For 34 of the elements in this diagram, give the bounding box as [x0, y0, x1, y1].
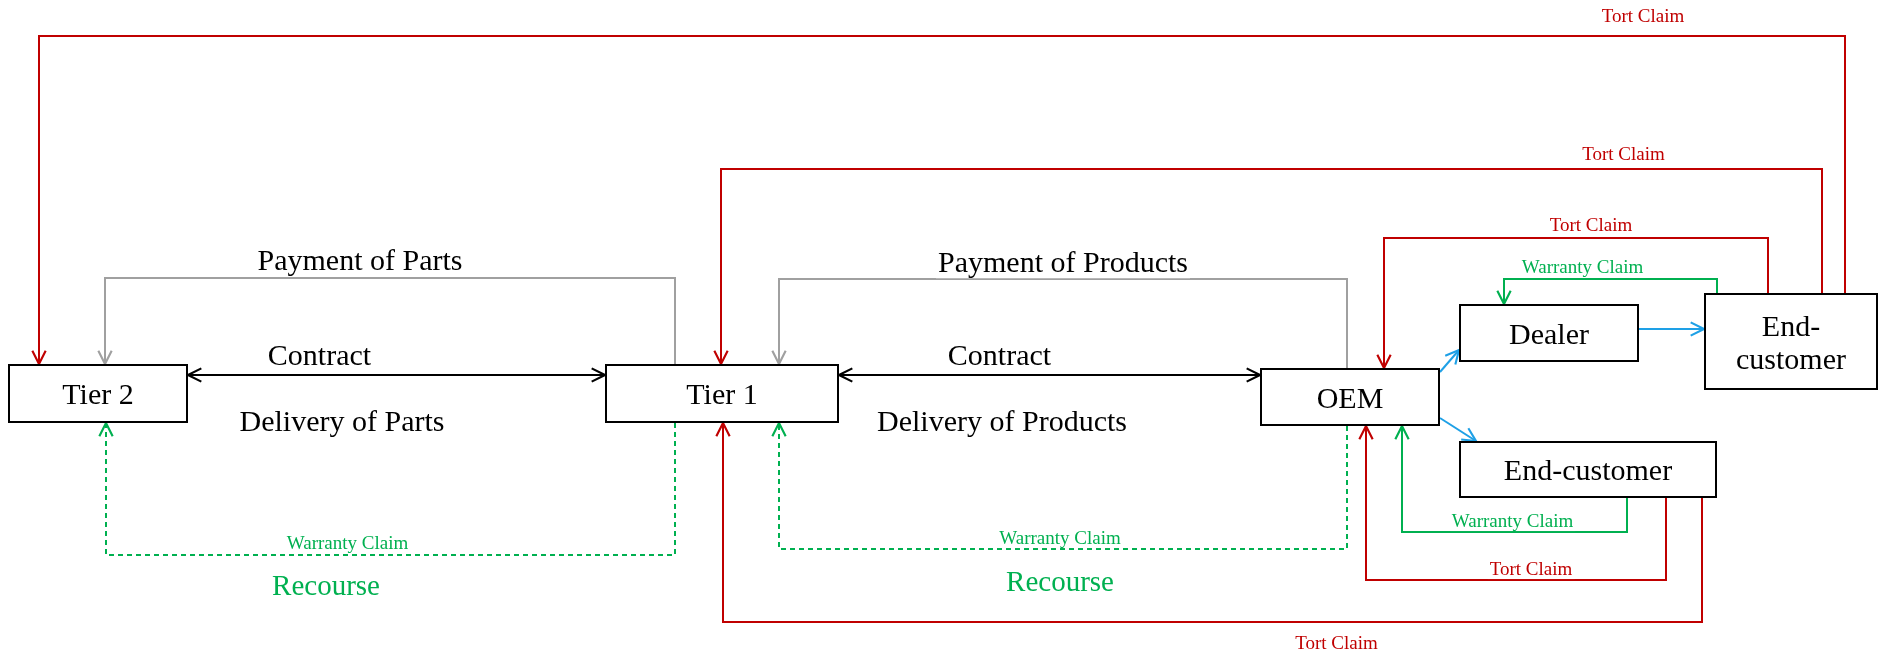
arrow: [713, 168, 1823, 366]
edge-label: Warranty Claim: [284, 533, 411, 553]
arrow: [98, 421, 676, 556]
annotation-text: Recourse: [1006, 566, 1114, 598]
node-label: OEM: [1316, 380, 1384, 414]
arrow: [97, 277, 676, 366]
arrow: [1394, 424, 1628, 533]
node-label: Tier 2: [62, 377, 134, 410]
node-label: End-customer: [1503, 453, 1673, 486]
node-label: Dealer: [1509, 316, 1589, 350]
arrow: [1358, 424, 1667, 581]
entity-box: [1459, 304, 1639, 362]
arrow: [715, 421, 1703, 623]
entity-box: [1459, 441, 1717, 498]
arrow: [31, 35, 1846, 366]
arrow: [1439, 348, 1461, 373]
arrow: [771, 421, 1348, 550]
edge-label: Warranty Claim: [1449, 511, 1576, 531]
arrow: [1496, 278, 1718, 306]
annotation-text: Delivery of Products: [877, 403, 1127, 437]
entity-box: [605, 364, 839, 423]
entity-box: [1704, 293, 1878, 390]
node-label: End-customer: [1735, 308, 1847, 375]
entity-box: [1260, 368, 1440, 426]
arrow: [1376, 237, 1769, 370]
annotation-text: Delivery of Parts: [239, 403, 445, 437]
entity-box: [8, 364, 188, 423]
annotation-text: Recourse: [272, 570, 380, 602]
node-label: Tier 1: [686, 377, 758, 410]
edge-label: Warranty Claim: [997, 528, 1123, 548]
edge-label: Warranty Claim: [1519, 257, 1646, 277]
arrow: [1638, 321, 1706, 337]
arrow: [1439, 417, 1478, 443]
arrow: [771, 278, 1348, 369]
